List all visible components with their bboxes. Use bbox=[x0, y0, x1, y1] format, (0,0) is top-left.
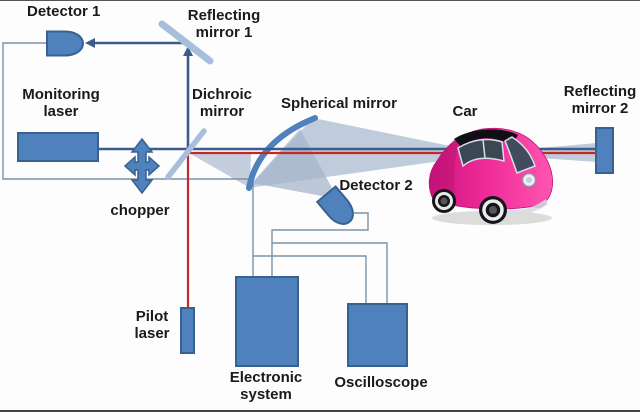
car-windshield bbox=[504, 136, 536, 174]
car-body-shading bbox=[429, 135, 461, 205]
label-reflecting-mirror-2: Reflecting mirror 2 bbox=[563, 83, 637, 117]
electronic-system-shape bbox=[235, 276, 299, 367]
detector-2-shape bbox=[315, 185, 354, 225]
car-window-divider bbox=[482, 139, 486, 159]
label-detector-2: Detector 2 bbox=[339, 177, 413, 194]
car-front-wheel-rim bbox=[482, 199, 504, 221]
monitoring-laser-shape bbox=[17, 132, 99, 162]
label-spherical-mirror: Spherical mirror bbox=[281, 95, 397, 112]
label-electronic-system: Electronic system bbox=[229, 369, 303, 403]
pilot-laser-shape bbox=[180, 307, 195, 354]
car-side-windows bbox=[457, 138, 505, 168]
cable-detector2-to-electronics bbox=[271, 212, 369, 277]
label-pilot-laser: Pilot laser bbox=[134, 308, 170, 342]
label-car: Car bbox=[452, 103, 478, 120]
oscilloscope-shape bbox=[347, 303, 408, 367]
spherical-mirror bbox=[246, 115, 318, 191]
signal-cables bbox=[2, 42, 388, 304]
arrowhead-up-to-mirror1 bbox=[183, 46, 193, 56]
car-illustration bbox=[428, 127, 553, 225]
label-dichroic-mirror: Dichroic mirror bbox=[191, 86, 252, 120]
car-headlight-inner bbox=[526, 177, 532, 183]
beam-cone-dichroic-to-mirror bbox=[189, 153, 251, 188]
label-reflecting-mirror-1: Reflecting mirror 1 bbox=[187, 7, 261, 41]
label-monitoring-laser: Monitoring laser bbox=[22, 86, 100, 120]
reflecting-mirror-1 bbox=[158, 20, 214, 65]
car-rear-wheel-rim bbox=[435, 192, 453, 210]
beam-arrowheads bbox=[85, 38, 193, 56]
label-oscilloscope: Oscilloscope bbox=[334, 374, 428, 391]
dichroic-mirror bbox=[165, 128, 207, 180]
beam-cone-mirror-to-detector2 bbox=[252, 129, 338, 199]
cable-branch-to-oscilloscope-2 bbox=[253, 255, 367, 304]
reflecting-mirror-2-shape bbox=[595, 127, 614, 174]
cable-detector1-to-electronics bbox=[2, 42, 254, 277]
cable-branch-to-oscilloscope-1 bbox=[272, 242, 388, 304]
detector-1-shape bbox=[46, 30, 85, 57]
car-roof-sunroof bbox=[454, 129, 518, 147]
label-detector-1: Detector 1 bbox=[27, 3, 101, 20]
arrowhead-into-detector1 bbox=[85, 38, 95, 48]
car-rear-wheel-hub bbox=[440, 197, 448, 205]
chopper-shape bbox=[123, 137, 161, 195]
car-front-wheel-hub bbox=[489, 206, 497, 214]
flat-mirrors bbox=[158, 20, 214, 180]
component-shapes bbox=[17, 30, 614, 367]
label-chopper: chopper bbox=[110, 202, 170, 219]
